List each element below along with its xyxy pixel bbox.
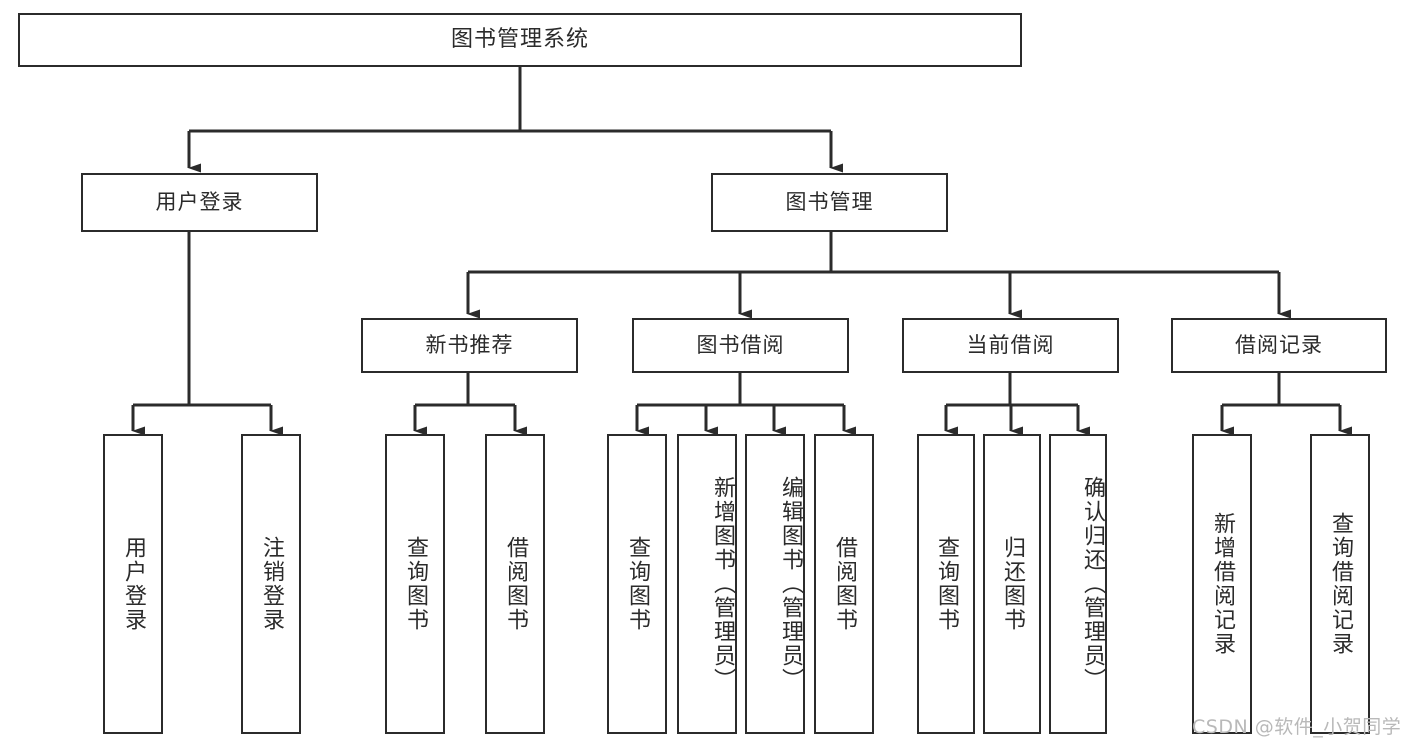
leaf-add-book[interactable]: 新增图书（管理员） [677, 434, 737, 734]
node-label: 注销登录 [258, 536, 284, 632]
node-label: 用户登录 [120, 536, 146, 632]
leaf-user-login[interactable]: 用户登录 [103, 434, 163, 734]
leaf-query-book-recommend[interactable]: 查询图书 [385, 434, 445, 734]
leaf-borrow-book[interactable]: 借阅图书 [814, 434, 874, 734]
node-book-borrow[interactable]: 图书借阅 [632, 318, 849, 373]
node-label: 新增图书（管理员） [710, 476, 735, 692]
node-label: 查询图书 [933, 536, 959, 632]
node-label: 图书借阅 [696, 332, 785, 357]
node-root-book-management-system[interactable]: 图书管理系统 [18, 13, 1022, 67]
leaf-edit-book[interactable]: 编辑图书（管理员） [745, 434, 805, 734]
leaf-return-book[interactable]: 归还图书 [983, 434, 1041, 734]
node-label: 新增借阅记录 [1209, 512, 1235, 656]
node-book-management[interactable]: 图书管理 [711, 173, 948, 232]
leaf-query-book-borrow[interactable]: 查询图书 [607, 434, 667, 734]
leaf-query-book-current[interactable]: 查询图书 [917, 434, 975, 734]
node-user-login[interactable]: 用户登录 [81, 173, 318, 232]
leaf-borrow-book-recommend[interactable]: 借阅图书 [485, 434, 545, 734]
node-label: 查询借阅记录 [1327, 512, 1353, 656]
node-label: 确认归还（管理员） [1080, 476, 1105, 692]
node-label: 查询图书 [624, 536, 650, 632]
node-borrow-record[interactable]: 借阅记录 [1171, 318, 1387, 373]
leaf-add-borrow-record[interactable]: 新增借阅记录 [1192, 434, 1252, 734]
node-label: 借阅图书 [831, 536, 857, 632]
leaf-query-borrow-record[interactable]: 查询借阅记录 [1310, 434, 1370, 734]
node-label: 图书管理 [785, 189, 874, 214]
node-label: 借阅记录 [1235, 332, 1323, 357]
leaf-confirm-return[interactable]: 确认归还（管理员） [1049, 434, 1107, 734]
node-label: 当前借阅 [966, 332, 1055, 357]
node-current-borrow[interactable]: 当前借阅 [902, 318, 1119, 373]
node-label: 图书管理系统 [450, 26, 589, 52]
node-label: 新书推荐 [425, 332, 514, 357]
node-label: 借阅图书 [502, 536, 528, 632]
leaf-user-logout[interactable]: 注销登录 [241, 434, 301, 734]
node-label: 编辑图书（管理员） [778, 476, 803, 692]
node-label: 归还图书 [999, 536, 1025, 632]
node-new-book-recommend[interactable]: 新书推荐 [361, 318, 578, 373]
node-label: 用户登录 [155, 189, 244, 214]
node-label: 查询图书 [402, 536, 428, 632]
